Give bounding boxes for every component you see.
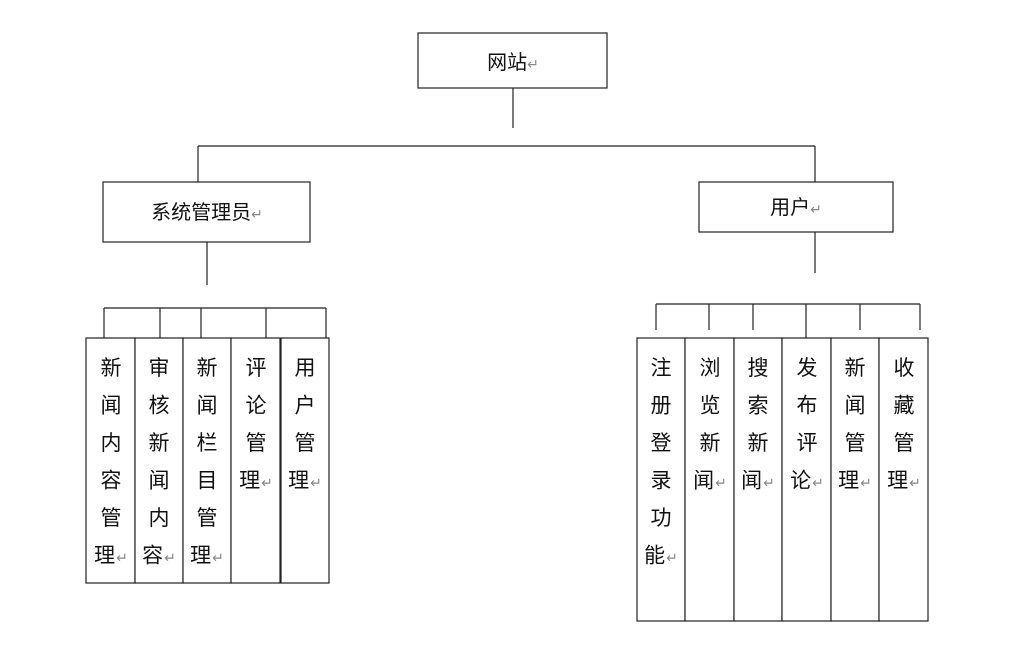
return-mark: ↵ — [715, 476, 727, 492]
return-mark: ↵ — [812, 476, 824, 492]
leaf-label: 发布评论↵ — [790, 356, 824, 493]
leaf-label: 审核新闻内容↵ — [142, 356, 176, 568]
return-mark: ↵ — [527, 57, 539, 73]
svg-text:网站↵: 网站↵ — [487, 50, 539, 74]
leaf-label: 收藏管理↵ — [887, 356, 921, 493]
user-node: 用户↵ — [698, 181, 894, 233]
leaf-label: 新闻管理↵ — [838, 356, 872, 493]
leaf-label: 浏览新闻↵ — [693, 356, 727, 493]
svg-text:系统管理员↵: 系统管理员↵ — [151, 200, 263, 224]
return-mark: ↵ — [860, 476, 872, 492]
return-mark: ↵ — [666, 551, 678, 567]
return-mark: ↵ — [116, 551, 128, 567]
user-label: 用户 — [770, 195, 810, 219]
return-mark: ↵ — [763, 476, 775, 492]
leaf-label: 注册登录功能↵ — [644, 356, 678, 568]
admin-leaf-labels: 新闻内容管理↵ 审核新闻内容↵ 新闻栏目管理↵ 评论管理↵ 用户管理↵ — [94, 356, 322, 568]
leaf-label: 用户管理↵ — [288, 356, 322, 493]
leaf-label: 新闻内容管理↵ — [94, 356, 128, 568]
leaf-label: 评论管理↵ — [239, 356, 273, 493]
svg-text:用户↵: 用户↵ — [770, 195, 822, 219]
return-mark: ↵ — [212, 551, 224, 567]
return-mark: ↵ — [261, 476, 273, 492]
connectors — [103, 88, 921, 338]
leaf-label: 搜索新闻↵ — [741, 356, 775, 493]
user-leaf-labels: 注册登录功能↵ 浏览新闻↵ 搜索新闻↵ 发布评论↵ 新闻管理↵ 收藏管理↵ — [644, 356, 921, 568]
user-leaf-boxes — [636, 337, 929, 622]
return-mark: ↵ — [251, 207, 263, 223]
return-mark: ↵ — [810, 202, 822, 218]
leaf-label: 新闻栏目管理↵ — [190, 356, 224, 568]
return-mark: ↵ — [164, 551, 176, 567]
admin-leaf-boxes — [85, 337, 330, 584]
return-mark: ↵ — [909, 476, 921, 492]
return-mark: ↵ — [310, 476, 322, 492]
admin-label: 系统管理员 — [151, 200, 251, 224]
root-label: 网站 — [487, 50, 527, 74]
root-node: 网站↵ — [417, 32, 608, 89]
admin-node: 系统管理员↵ — [102, 181, 311, 243]
